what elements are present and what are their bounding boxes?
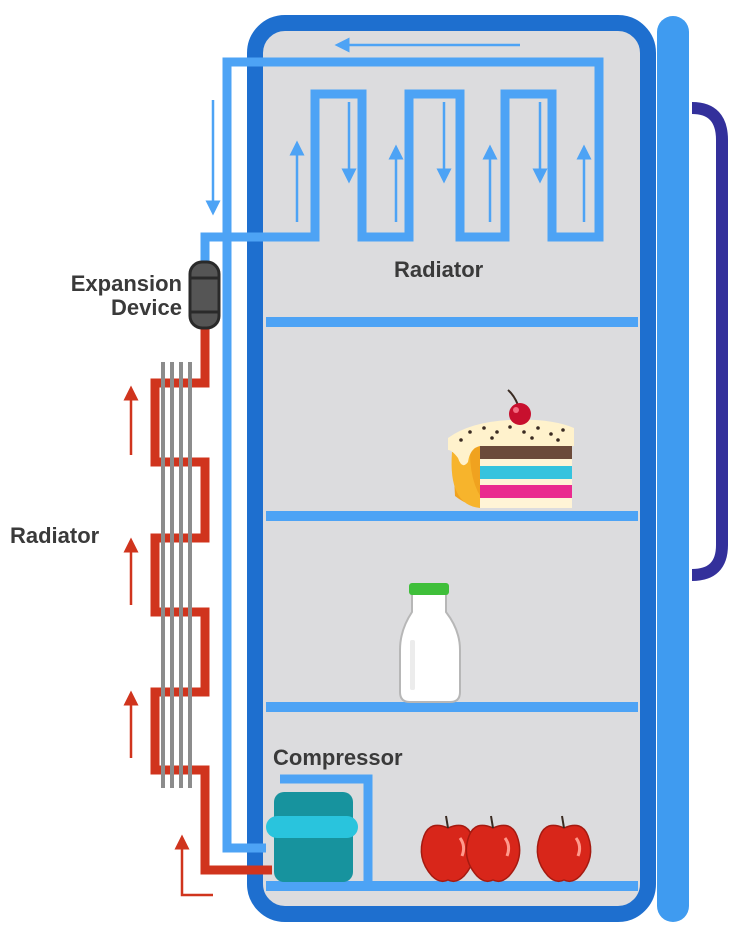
door-panel xyxy=(657,16,689,922)
fridge-door xyxy=(657,16,728,922)
expansion-device-label-line1: Expansion xyxy=(70,271,182,296)
cold-flow-arrows xyxy=(205,37,592,222)
apple-icon xyxy=(536,815,592,883)
apples xyxy=(420,815,592,883)
expansion-device-label: Expansion Device xyxy=(40,272,182,320)
evaporator-pipe xyxy=(200,57,604,853)
condenser-fins xyxy=(161,362,192,788)
flow-arrow-icon xyxy=(174,834,213,897)
condenser-radiator-label: Radiator xyxy=(10,523,100,548)
compressor xyxy=(266,792,358,882)
expansion-device-label-line2: Device xyxy=(111,295,182,320)
cake-slice-icon xyxy=(448,389,574,508)
compressor-housing xyxy=(280,774,373,886)
milk-bottle-icon xyxy=(399,583,461,703)
door-handle xyxy=(691,102,728,581)
shelves xyxy=(266,317,638,891)
evaporator-radiator-label: Radiator xyxy=(394,257,484,282)
expansion-device xyxy=(188,260,221,330)
apple-icon xyxy=(465,815,521,883)
compressor-label: Compressor xyxy=(273,745,403,770)
hot-flow-arrows xyxy=(123,385,213,897)
compressor-band xyxy=(266,816,358,838)
fridge-body xyxy=(247,15,656,922)
